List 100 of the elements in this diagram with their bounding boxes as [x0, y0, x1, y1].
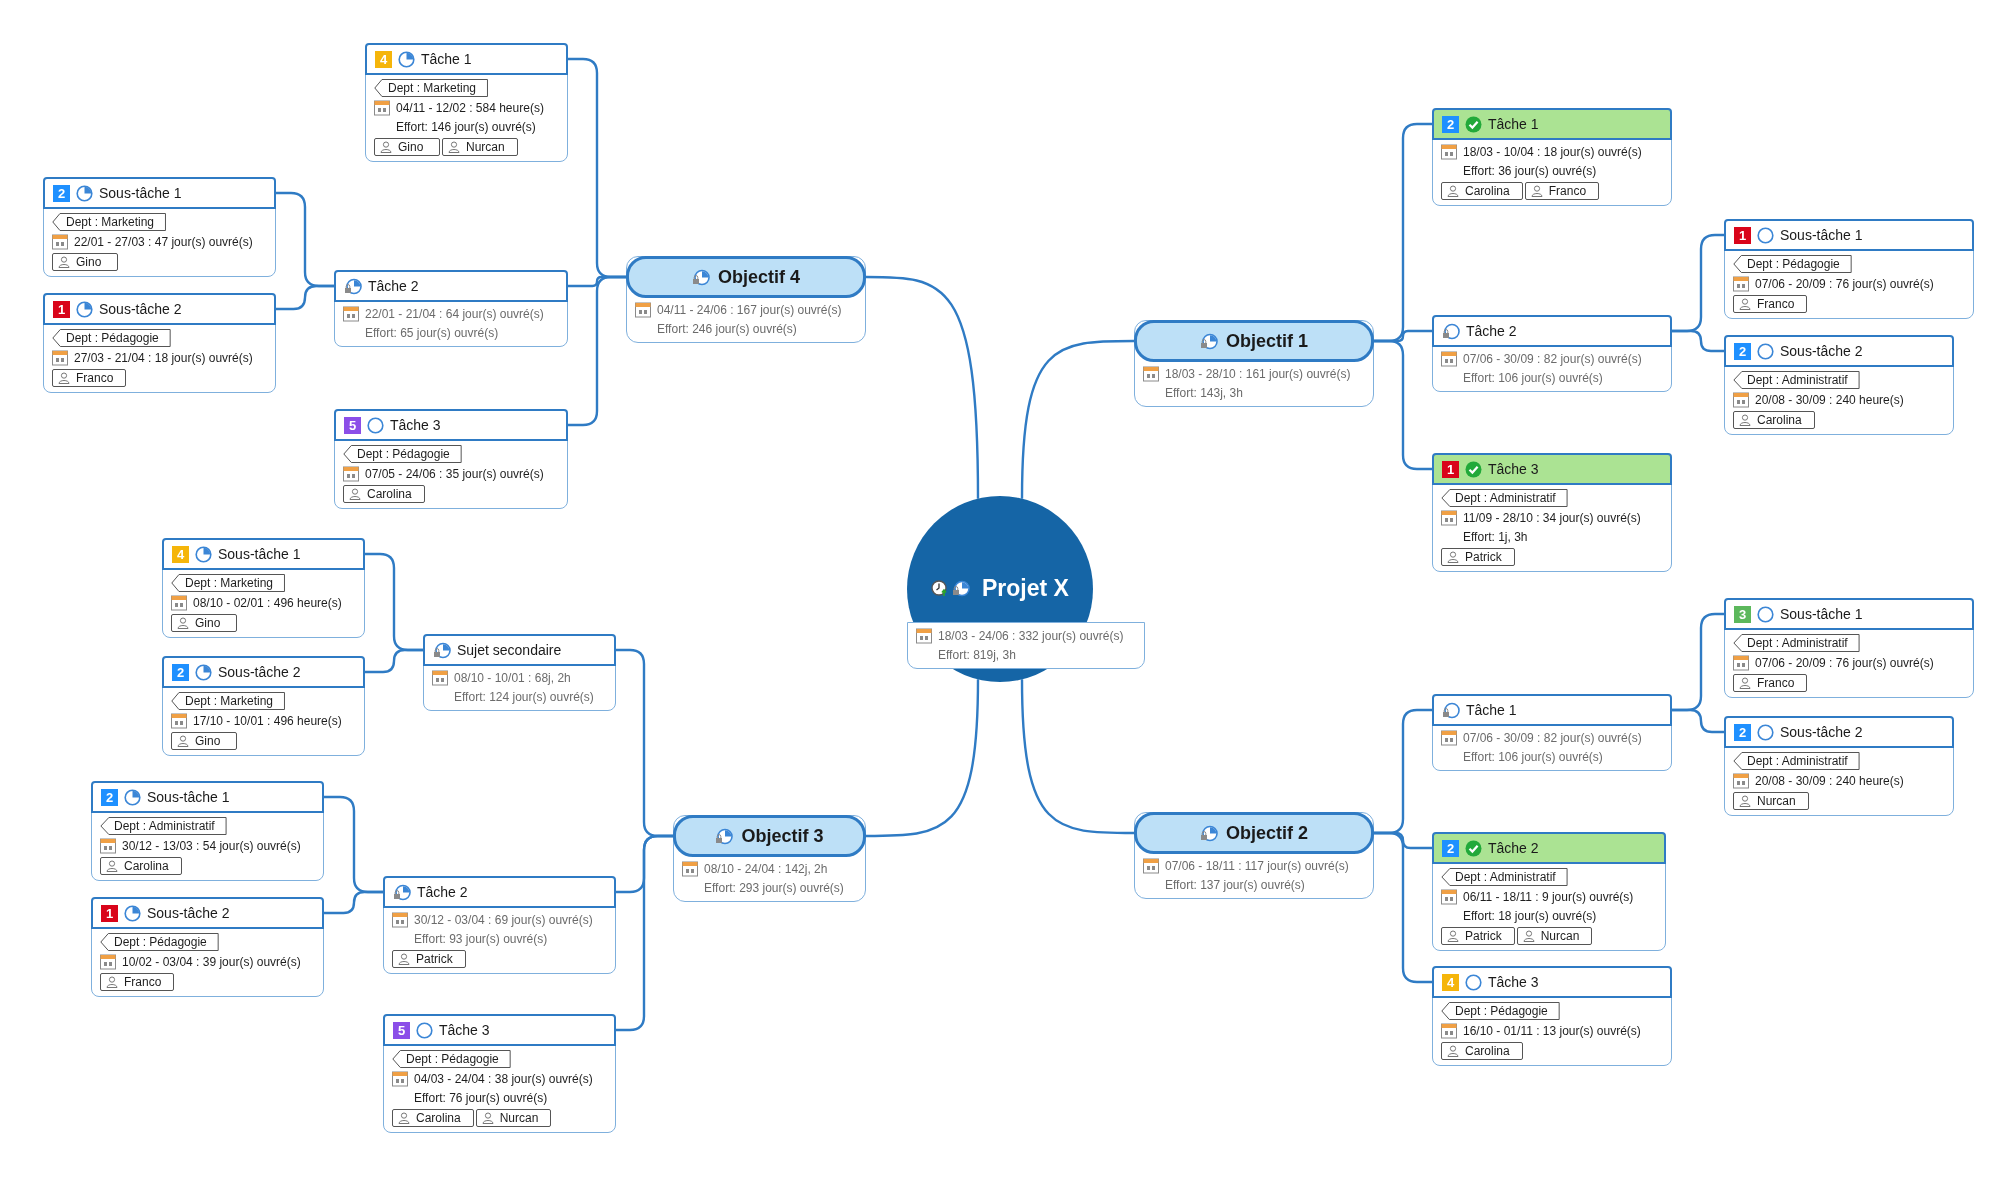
effort-text: Effort: 76 jour(s) ouvré(s)	[414, 1091, 548, 1105]
date-range-text: 06/11 - 18/11 : 9 jour(s) ouvré(s)	[1463, 889, 1634, 905]
priority-badge: 5	[344, 416, 361, 434]
date-range-text: 07/06 - 30/09 : 82 jour(s) ouvré(s)	[1463, 351, 1642, 367]
priority-badge: 1	[53, 300, 70, 318]
task-title: Tâche 3	[1488, 972, 1539, 992]
department-tag: Dept : Pédagogie	[392, 1050, 511, 1068]
department-tag: Dept : Marketing	[171, 692, 286, 710]
task-card	[1432, 694, 1672, 771]
date-range-text: 11/09 - 28/10 : 34 jour(s) ouvré(s)	[1463, 510, 1641, 526]
priority-badge: 4	[1442, 973, 1459, 991]
person-name: Franco	[1757, 675, 1795, 691]
department-tag: Dept : Pédagogie	[100, 933, 219, 951]
task-title: Tâche 1	[421, 49, 472, 69]
branch-connector	[324, 890, 383, 915]
department-tag: Dept : Administratif	[1733, 634, 1860, 652]
task-title: Tâche 2	[1466, 321, 1517, 341]
date-range-text: 10/02 - 03/04 : 39 jour(s) ouvré(s)	[122, 954, 301, 970]
date-range-text: 07/06 - 20/09 : 76 jour(s) ouvré(s)	[1755, 276, 1934, 292]
priority-badge: 2	[1442, 839, 1459, 857]
task-card	[1724, 716, 1954, 816]
person-name: Nurcan	[1757, 793, 1796, 809]
date-range-text: 04/03 - 24/04 : 38 jour(s) ouvré(s)	[414, 1071, 593, 1087]
person-name: Carolina	[367, 486, 412, 502]
branch-connector	[1672, 329, 1724, 353]
department-tag: Dept : Administratif	[1441, 489, 1568, 507]
effort-text: Effort: 106 jour(s) ouvré(s)	[1463, 750, 1603, 764]
date-range-text: 07/06 - 18/11 : 117 jour(s) ouvré(s)	[1165, 858, 1349, 874]
task-card	[1432, 966, 1672, 1066]
task-title: Sous-tâche 2	[1780, 722, 1863, 742]
objective-title: Objectif 4	[718, 265, 800, 289]
department-tag: Dept : Administratif	[1441, 868, 1568, 886]
branch-connector	[1020, 679, 1134, 835]
effort-text: Effort: 36 jour(s) ouvré(s)	[1463, 164, 1597, 178]
date-range-text: 18/03 - 24/06 : 332 jour(s) ouvré(s)	[938, 628, 1124, 644]
task-card	[423, 634, 616, 711]
date-range-text: 07/06 - 20/09 : 76 jour(s) ouvré(s)	[1755, 655, 1934, 671]
effort-text: Effort: 819j, 3h	[938, 648, 1016, 662]
objective-card	[673, 815, 866, 902]
date-range-text: 22/01 - 21/04 : 64 jour(s) ouvré(s)	[365, 306, 544, 322]
task-card	[162, 656, 365, 756]
task-title: Tâche 3	[1488, 459, 1539, 479]
department-tag: Dept : Pédagogie	[343, 445, 462, 463]
branch-connector	[866, 679, 980, 838]
person-name: Franco	[1757, 296, 1795, 312]
task-card	[365, 43, 568, 162]
task-card	[334, 270, 568, 347]
task-title: Tâche 3	[439, 1020, 490, 1040]
priority-badge: 2	[1442, 115, 1459, 133]
effort-text: Effort: 124 jour(s) ouvré(s)	[454, 690, 594, 704]
person-name: Nurcan	[466, 139, 505, 155]
priority-badge: 2	[101, 788, 118, 806]
effort-text: Effort: 1j, 3h	[1463, 530, 1528, 544]
person-name: Gino	[195, 733, 221, 749]
task-card	[91, 781, 324, 881]
task-card	[383, 1014, 616, 1133]
department-tag: Dept : Pédagogie	[1733, 255, 1852, 273]
task-card	[334, 409, 568, 509]
priority-badge: 1	[101, 904, 118, 922]
department-tag: Dept : Pédagogie	[1441, 1002, 1560, 1020]
effort-text: Effort: 106 jour(s) ouvré(s)	[1463, 371, 1603, 385]
date-range-text: 30/12 - 03/04 : 69 jour(s) ouvré(s)	[414, 912, 593, 928]
task-card	[43, 293, 276, 393]
date-range-text: 08/10 - 10/01 : 68j, 2h	[454, 670, 571, 686]
task-title: Tâche 2	[417, 882, 468, 902]
person-name: Carolina	[1465, 183, 1510, 199]
person-name: Carolina	[416, 1110, 461, 1126]
priority-badge: 4	[375, 50, 392, 68]
department-tag: Dept : Marketing	[374, 79, 489, 97]
task-title: Sous-tâche 2	[1780, 341, 1863, 361]
person-name: Gino	[76, 254, 102, 270]
person-name: Patrick	[416, 951, 453, 967]
person-name: Franco	[76, 370, 114, 386]
objective-title: Objectif 2	[1226, 821, 1308, 845]
task-title: Sous-tâche 1	[99, 183, 182, 203]
department-tag: Dept : Administratif	[1733, 752, 1860, 770]
person-name: Patrick	[1465, 928, 1502, 944]
date-range-text: 18/03 - 28/10 : 161 jour(s) ouvré(s)	[1165, 366, 1351, 382]
branch-connector	[1672, 708, 1724, 734]
effort-text: Effort: 143j, 3h	[1165, 386, 1243, 400]
branch-connector	[616, 834, 673, 1032]
task-card	[1724, 335, 1954, 435]
task-title: Tâche 1	[1466, 700, 1517, 720]
date-range-text: 04/11 - 24/06 : 167 jour(s) ouvré(s)	[657, 302, 842, 318]
date-range-text: 27/03 - 21/04 : 18 jour(s) ouvré(s)	[74, 350, 253, 366]
date-range-text: 30/12 - 13/03 : 54 jour(s) ouvré(s)	[122, 838, 301, 854]
department-tag: Dept : Marketing	[171, 574, 286, 592]
task-card	[1724, 598, 1974, 698]
date-range-text: 08/10 - 02/01 : 496 heure(s)	[193, 595, 342, 611]
priority-badge: 2	[1734, 723, 1751, 741]
person-name: Nurcan	[1540, 928, 1580, 944]
date-range-text: 17/10 - 10/01 : 496 heure(s)	[193, 713, 342, 729]
task-card	[383, 876, 616, 974]
task-card	[162, 538, 365, 638]
objective-card	[1134, 320, 1374, 407]
task-card	[43, 177, 276, 277]
priority-badge: 2	[1734, 342, 1751, 360]
person-name: Patrick	[1465, 549, 1502, 565]
branch-connector	[1374, 339, 1432, 471]
task-title: Sous-tâche 1	[1780, 604, 1863, 624]
